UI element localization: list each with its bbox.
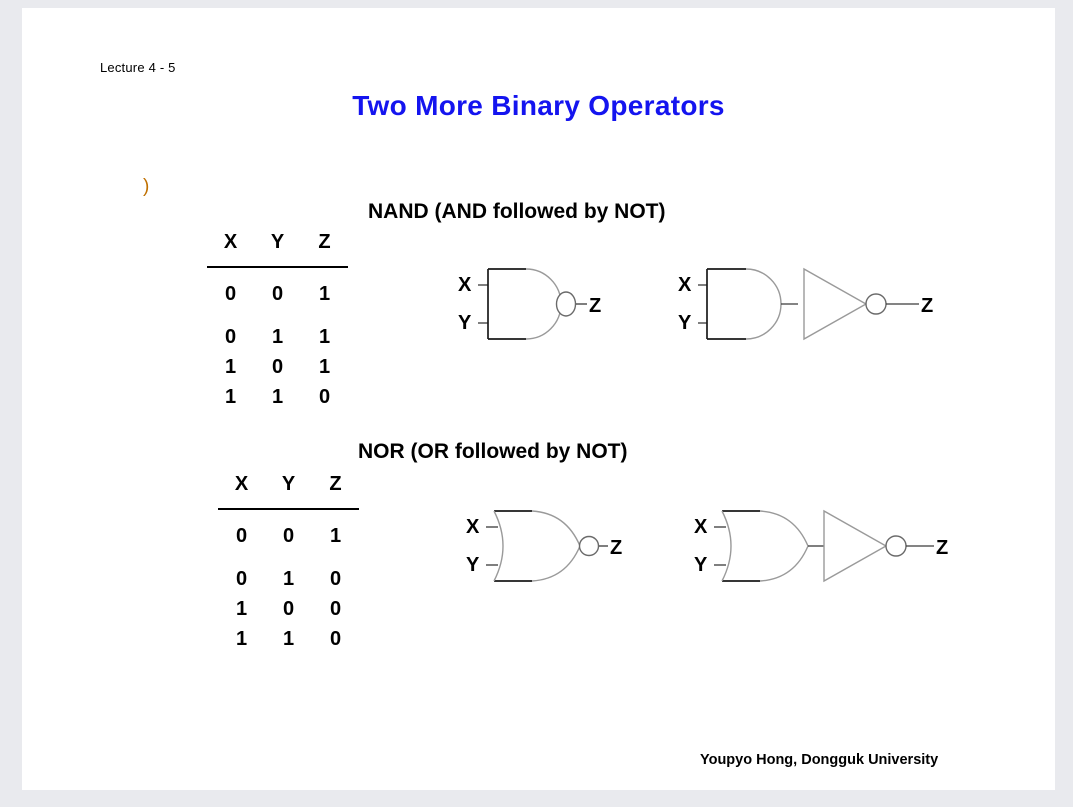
table-row: 0 1 0	[218, 569, 359, 599]
nand-section-heading: NAND (AND followed by NOT)	[368, 200, 666, 223]
cell-y: 1	[271, 326, 284, 348]
cell-y: 0	[271, 283, 284, 305]
column-header-x: X	[234, 473, 249, 495]
cell-x: 1	[235, 628, 248, 650]
cell-z: 1	[318, 283, 331, 305]
or-body-back-arc	[721, 510, 732, 582]
nor-section-heading: NOR (OR followed by NOT)	[358, 440, 628, 463]
cell-y: 1	[282, 628, 295, 650]
output-label-z: Z	[589, 295, 601, 317]
nand-gate-figure: X Y Z	[454, 260, 634, 346]
input-label-x: X	[458, 274, 472, 296]
input-label-y: Y	[694, 554, 708, 576]
and-body-arc	[745, 268, 782, 340]
cell-x: 0	[235, 525, 248, 547]
inversion-bubble-icon	[885, 535, 907, 557]
nor-gate-figure: X Y Z	[462, 502, 642, 588]
table-row: 0 1 1	[207, 327, 348, 357]
and-body-arc	[525, 268, 562, 340]
cell-x: 1	[224, 386, 237, 408]
page-title: Two More Binary Operators	[352, 90, 725, 121]
or-body-back-arc	[493, 510, 504, 582]
and-body-back	[487, 268, 526, 340]
table-header-row: X Y Z	[218, 474, 359, 508]
inversion-bubble-icon	[555, 291, 577, 317]
cell-y: 0	[271, 356, 284, 378]
output-label-z: Z	[610, 537, 622, 559]
table-row: 1 0 1	[207, 357, 348, 387]
inversion-bubble-icon	[578, 535, 600, 557]
cell-x: 0	[235, 568, 248, 590]
input-label-y: Y	[458, 312, 472, 334]
input-label-x: X	[466, 516, 480, 538]
cell-x: 1	[235, 598, 248, 620]
cell-y: 0	[282, 525, 295, 547]
input-label-x: X	[678, 274, 692, 296]
not-gate-triangle-icon	[823, 509, 888, 583]
output-label-z: Z	[921, 295, 933, 317]
cell-z: 0	[329, 628, 342, 650]
column-header-z: Z	[329, 473, 342, 495]
stray-bullet-marker: )	[143, 176, 150, 197]
or-body-front-arc	[531, 510, 581, 582]
and-then-not-figure: X Y Z	[674, 260, 944, 346]
table-row: 1 1 0	[207, 387, 348, 417]
column-header-x: X	[223, 231, 238, 253]
cell-z: 0	[329, 568, 342, 590]
cell-x: 0	[224, 326, 237, 348]
nor-truth-table: X Y Z 0 0 1 0 1 0 1 0 0 1 1 0	[218, 474, 359, 659]
header-rule	[207, 266, 348, 268]
table-row: 1 0 0	[218, 599, 359, 629]
table-header-row: X Y Z	[207, 232, 348, 266]
or-then-not-figure: X Y Z	[690, 500, 960, 590]
input-label-x: X	[694, 516, 708, 538]
cell-z: 1	[329, 525, 342, 547]
not-gate-triangle-icon	[803, 267, 868, 341]
inversion-bubble-icon	[865, 293, 887, 315]
column-header-y: Y	[281, 473, 296, 495]
or-body-leads	[722, 510, 760, 582]
cell-y: 1	[271, 386, 284, 408]
cell-y: 0	[282, 598, 295, 620]
nand-truth-table: X Y Z 0 0 1 0 1 1 1 0 1 1 1 0	[207, 232, 348, 417]
or-body-leads	[494, 510, 532, 582]
column-header-z: Z	[318, 231, 331, 253]
and-body-back	[706, 268, 746, 340]
table-row: 0 0 1	[207, 284, 348, 314]
cell-z: 1	[318, 326, 331, 348]
input-label-y: Y	[466, 554, 480, 576]
cell-x: 1	[224, 356, 237, 378]
or-body-front-arc	[759, 510, 809, 582]
column-header-y: Y	[270, 231, 285, 253]
cell-z: 0	[329, 598, 342, 620]
cell-y: 1	[282, 568, 295, 590]
header-rule	[218, 508, 359, 510]
output-label-z: Z	[936, 537, 948, 559]
cell-x: 0	[224, 283, 237, 305]
table-row: 1 1 0	[218, 629, 359, 659]
lecture-label: Lecture 4 - 5	[100, 60, 176, 75]
footer-credit: Youpyo Hong, Dongguk University	[700, 752, 939, 768]
slide-canvas: Lecture 4 - 5 Two More Binary Operators …	[22, 8, 1055, 790]
cell-z: 0	[318, 386, 331, 408]
table-row: 0 0 1	[218, 526, 359, 556]
input-label-y: Y	[678, 312, 692, 334]
cell-z: 1	[318, 356, 331, 378]
